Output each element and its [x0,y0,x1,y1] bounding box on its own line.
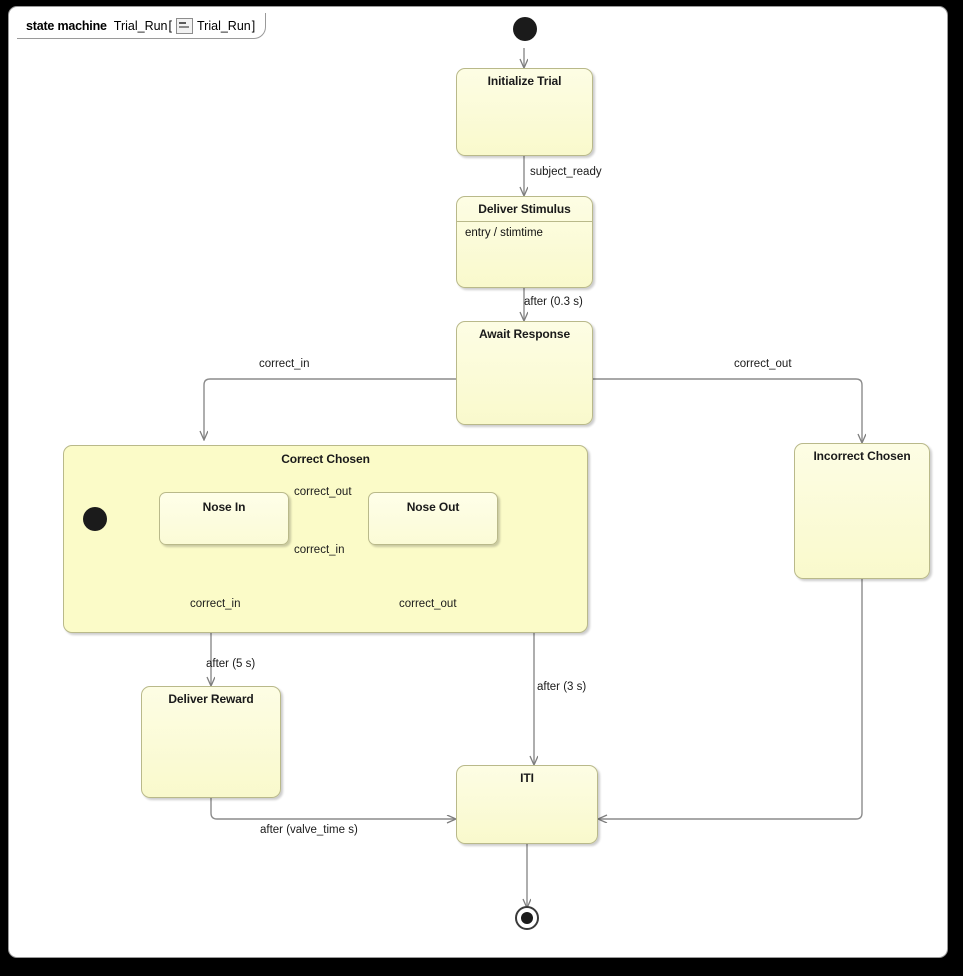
state-initialize-trial[interactable]: Initialize Trial [456,68,593,156]
final-state [515,906,539,930]
frame-keyword: state machine [26,18,107,33]
edge-reward-to-iti [210,798,455,819]
state-title: Deliver Reward [168,692,254,706]
transition-label-correct-out-await: correct_out [734,358,792,370]
edge-await-to-incorrect [593,378,862,442]
frame-name: Trial_Run [113,18,168,33]
edge-incorrect-to-iti [599,579,863,819]
transition-label-nosein-to-noseout: correct_out [294,486,352,498]
state-entry-behavior: entry / stimtime [465,227,543,239]
state-correct-chosen[interactable]: Correct Chosen [63,445,588,633]
transition-label-noseout-to-nosein: correct_in [294,544,345,556]
state-title: Nose In [202,500,246,514]
state-deliver-reward[interactable]: Deliver Reward [141,686,281,798]
composite-initial-pseudostate [83,507,107,531]
state-deliver-stimulus[interactable]: Deliver Stimulus entry / stimtime [456,196,593,288]
initial-pseudostate [513,17,537,41]
state-title: Correct Chosen [281,452,370,466]
state-nose-in[interactable]: Nose In [159,492,289,545]
transition-label-after-3s: after (3 s) [537,681,587,693]
state-title: ITI [520,771,534,785]
state-iti[interactable]: ITI [456,765,598,844]
frame-qualified-name: Trial_Run [197,18,251,33]
transition-label-correct-in-await: correct_in [259,358,310,370]
state-machine-icon [176,17,193,34]
state-nose-out[interactable]: Nose Out [368,492,498,545]
transition-label-after-valve-time: after (valve_time s) [260,824,358,836]
state-await-response[interactable]: Await Response [456,321,593,425]
state-title: Await Response [478,327,571,341]
state-incorrect-chosen[interactable]: Incorrect Chosen [794,443,930,579]
state-compartment-divider [457,221,592,222]
transition-label-after-5s: after (5 s) [206,658,256,670]
frame-bracket-close: ] [251,18,256,33]
transition-label-subject-ready: subject_ready [530,166,602,178]
state-title: Deliver Stimulus [478,202,571,216]
state-title: Incorrect Chosen [813,449,911,463]
frame-header-tab: state machine Trial_Run [ Trial_Run ] [17,13,267,39]
frame-bracket-open: [ [168,18,172,33]
state-title: Initialize Trial [487,74,562,88]
transition-label-noseout-self: correct_out [399,598,457,610]
transition-label-after-03s: after (0.3 s) [524,296,583,308]
edge-await-to-correct [204,378,456,439]
state-machine-frame: state machine Trial_Run [ Trial_Run ] [8,6,948,958]
transition-label-nosein-self: correct_in [190,598,241,610]
state-title: Nose Out [406,500,460,514]
